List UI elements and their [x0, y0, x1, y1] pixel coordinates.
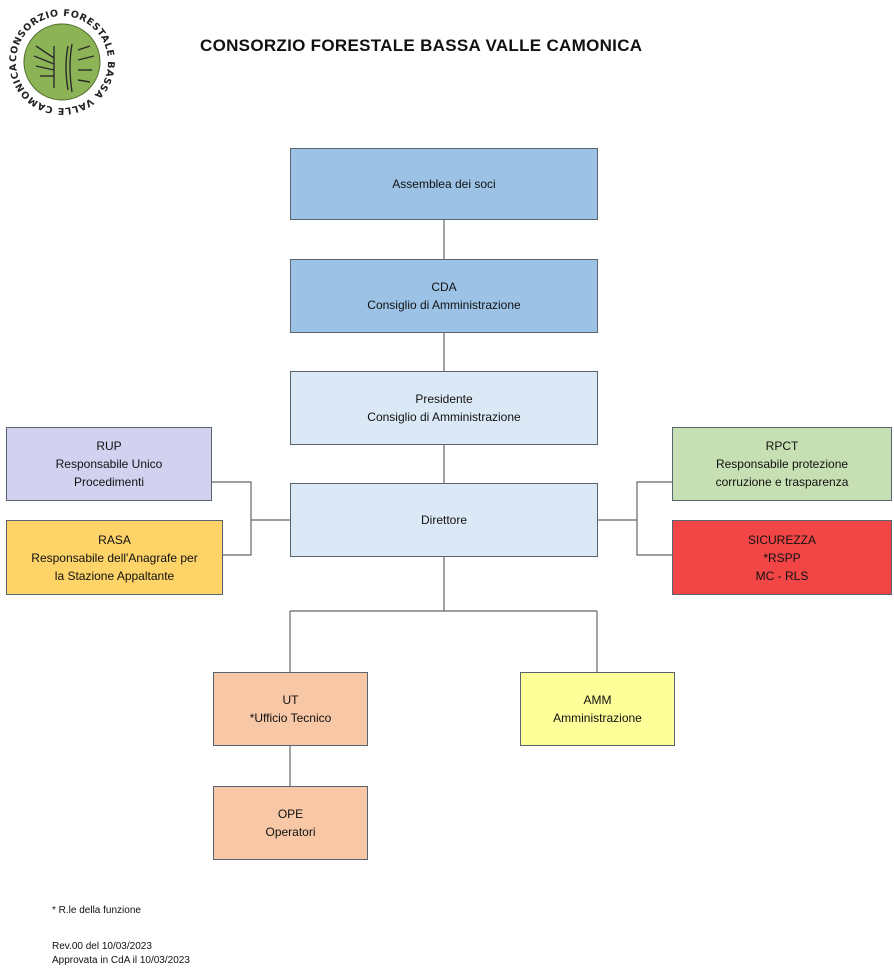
box-cda: CDA Consiglio di Amministrazione [290, 259, 598, 333]
box-ut: UT *Ufficio Tecnico [213, 672, 368, 746]
footnote: * R.le della funzione [52, 905, 141, 916]
revision-text: Rev.00 del 10/03/2023 [52, 941, 152, 952]
box-rpct: RPCT Responsabile protezione corruzione … [672, 427, 892, 501]
box-ope: OPE Operatori [213, 786, 368, 860]
approval-text: Approvata in CdA il 10/03/2023 [52, 955, 190, 966]
box-rasa: RASA Responsabile dell'Anagrafe per la S… [6, 520, 223, 595]
connector-staff-left [212, 481, 290, 556]
page-title: CONSORZIO FORESTALE BASSA VALLE CAMONICA [200, 36, 643, 55]
box-amm: AMM Amministrazione [520, 672, 675, 746]
connector-staff-right [598, 481, 672, 556]
box-direttore: Direttore [290, 483, 598, 557]
consorzio-logo: CONSORZIO FORESTALE BASSA VALLE CAMONICA [8, 8, 116, 116]
connector-direttore-units [289, 557, 598, 672]
box-rup: RUP Responsabile Unico Procedimenti [6, 427, 212, 501]
box-sicurezza: SICUREZZA *RSPP MC - RLS [672, 520, 892, 595]
box-assemblea: Assemblea dei soci [290, 148, 598, 220]
box-presidente: Presidente Consiglio di Amministrazione [290, 371, 598, 445]
